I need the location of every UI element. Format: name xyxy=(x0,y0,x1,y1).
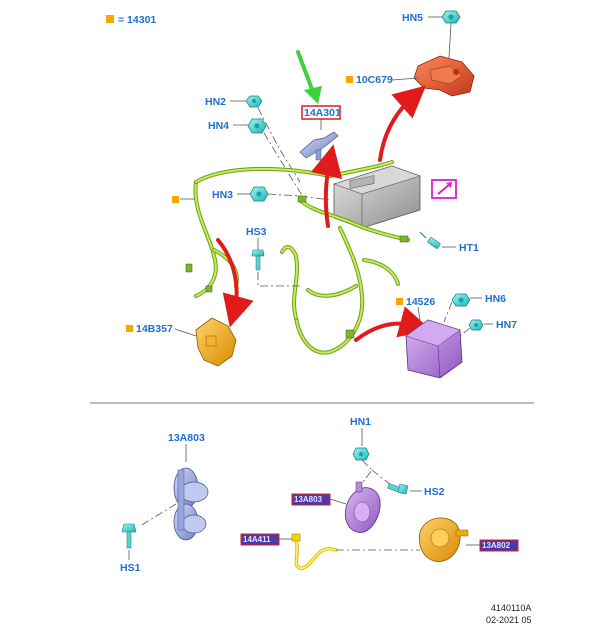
horn-purple-icon xyxy=(344,481,381,533)
nut-hn5-icon xyxy=(441,10,461,24)
label-14526: 14526 xyxy=(406,296,435,308)
nut-hn1-icon xyxy=(352,447,370,461)
horn-13a803-icon xyxy=(173,467,209,541)
green-pointer-arrow xyxy=(296,50,322,104)
label-hs2: HS2 xyxy=(424,486,445,498)
bracket-10c679-icon xyxy=(413,55,475,97)
orange-marker-10c679 xyxy=(346,76,353,83)
label-13a803: 13A803 xyxy=(168,432,205,444)
label-hn6: HN6 xyxy=(485,293,506,305)
terminal-ht1-icon xyxy=(419,231,441,249)
orange-marker-14b357 xyxy=(126,325,133,332)
label-hn2: HN2 xyxy=(205,96,226,108)
label-14a301: 14A301 xyxy=(304,107,341,119)
redacted-text-1: 13A803 xyxy=(294,495,323,504)
label-hn1: HN1 xyxy=(350,416,371,428)
screw-hs2-icon xyxy=(387,483,409,495)
screw-hs1-icon xyxy=(121,523,137,549)
label-14b357: 14B357 xyxy=(136,323,173,335)
magenta-indicator-icon xyxy=(431,179,457,199)
label-hn4: HN4 xyxy=(208,120,229,132)
battery-module-icon xyxy=(333,165,421,229)
screw-hs3-icon xyxy=(251,249,265,271)
horn-orange-icon xyxy=(418,517,469,562)
redacted-label-3 xyxy=(479,539,519,552)
redacted-text-3: 13A802 xyxy=(482,541,511,550)
red-arrow-14526 xyxy=(354,306,432,342)
label-hn5: HN5 xyxy=(402,12,423,24)
red-arrow-bracket xyxy=(378,85,427,162)
orange-marker-harness xyxy=(172,196,179,203)
nut-hn4-icon xyxy=(247,118,267,134)
label-hn7: HN7 xyxy=(496,319,517,331)
red-arrow-14a301 xyxy=(310,144,343,228)
nut-hn2-icon xyxy=(245,95,263,108)
module-14b357-icon xyxy=(195,317,237,367)
module-14526-icon xyxy=(405,319,463,379)
pigtail-yellow-icon xyxy=(291,533,338,570)
figure-date: 02-2021 05 xyxy=(486,615,532,625)
orange-marker-14526 xyxy=(396,298,403,305)
label-hs3: HS3 xyxy=(246,226,267,238)
legend-code: = 14301 xyxy=(118,14,156,26)
nut-hn7-icon xyxy=(468,319,484,331)
redacted-label-2 xyxy=(240,533,280,546)
nut-hn6-icon xyxy=(451,293,471,307)
legend-swatch xyxy=(106,15,114,23)
redacted-text-2: 14A411 xyxy=(243,535,271,544)
wiring-harness-14301 xyxy=(185,160,410,355)
figure-id: 4140110A xyxy=(491,603,531,613)
label-10c679: 10C679 xyxy=(356,74,393,86)
clip-14a301-icon xyxy=(299,131,339,161)
redacted-label-1 xyxy=(291,493,331,506)
red-arrow-14b357 xyxy=(216,238,254,328)
label-hn3: HN3 xyxy=(212,189,233,201)
label-hs1: HS1 xyxy=(120,562,141,574)
nut-hn3-icon xyxy=(249,186,269,202)
label-ht1: HT1 xyxy=(459,242,479,254)
